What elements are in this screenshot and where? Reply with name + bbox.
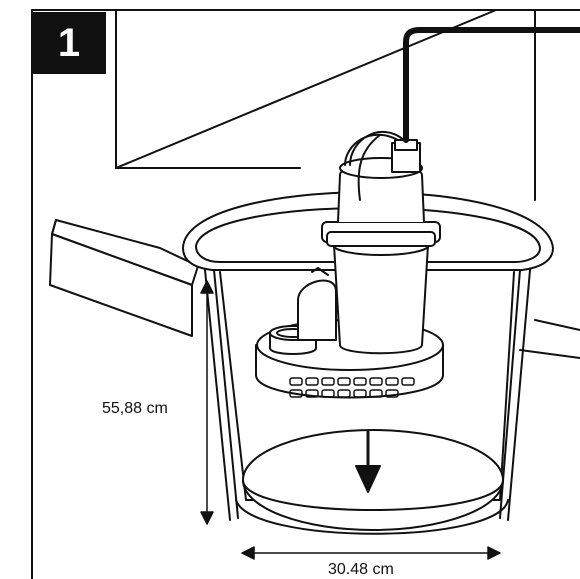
- arrow-down-icon: [355, 430, 381, 493]
- diameter-label: 30.48 cm: [328, 561, 394, 578]
- intake-slots: [289, 377, 415, 398]
- depth-dimension: [200, 280, 214, 525]
- basement-walls: [115, 9, 580, 359]
- diameter-dimension: [241, 546, 501, 560]
- floor-slab: [49, 219, 199, 337]
- power-cable: [403, 27, 580, 143]
- sump-pump: [255, 130, 444, 399]
- depth-label: 55,88 cm: [102, 400, 168, 417]
- step-number-badge: 1: [32, 12, 106, 74]
